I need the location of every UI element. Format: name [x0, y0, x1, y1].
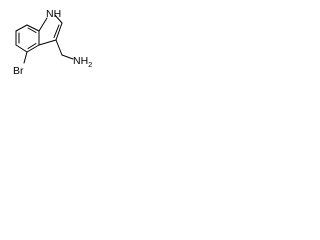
pyrrole-ring [38, 14, 63, 46]
bond-c3-ch2 [55, 39, 63, 56]
molecule-structure: NH Br NH2 [13, 8, 92, 77]
bond-ch2-nh2 [61, 54, 74, 60]
bond-c3a-c7a [26, 24, 40, 32]
bond-c3-c3a [38, 39, 57, 46]
bromine-atom-label: Br [13, 65, 24, 77]
amine-group-label: NH2 [73, 55, 92, 69]
double-bond-c5-c4 [27, 43, 37, 49]
double-bond-c3a-c7a [27, 27, 37, 33]
bond-c7a-c7 [15, 24, 28, 32]
bond-c2-c3 [55, 22, 63, 41]
benzene-ring [15, 24, 40, 53]
bond-c4-br [23, 51, 28, 64]
bond-n1-c2 [54, 14, 63, 24]
bond-c5-c4 [26, 44, 40, 53]
structure-canvas: NH Br NH2 [0, 0, 102, 84]
bond-c6-c5 [15, 44, 28, 53]
double-bond-c2-c3 [53, 24, 60, 38]
bond-c7a-n1 [38, 17, 48, 32]
nitrogen-atom-label: NH [46, 8, 61, 20]
